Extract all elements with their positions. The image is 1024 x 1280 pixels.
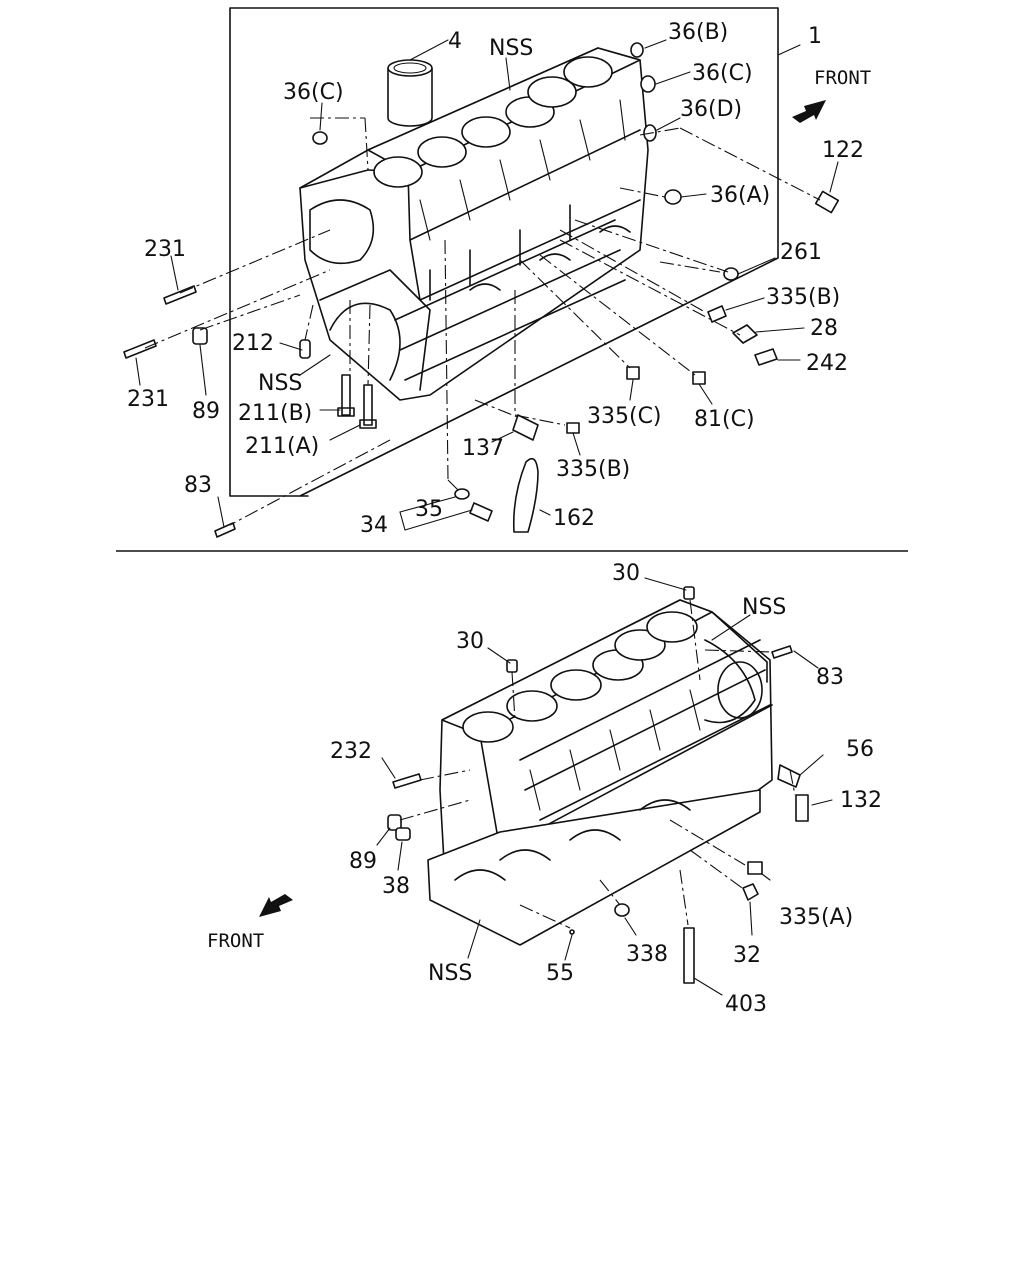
bolt-81c <box>692 371 706 385</box>
label-36c-right: 36(C) <box>692 61 753 86</box>
plug-36a <box>664 189 682 205</box>
cover-28 <box>732 324 758 344</box>
label-38: 38 <box>382 874 410 899</box>
label-36a: 36(A) <box>710 183 770 208</box>
label-89-upper: 89 <box>192 399 220 424</box>
dowel-38 <box>395 827 411 841</box>
label-1: 1 <box>808 24 822 49</box>
stud-231-lower <box>123 339 157 359</box>
dowel-212 <box>299 339 311 359</box>
washer-35 <box>454 488 470 500</box>
label-335b-right: 335(B) <box>766 285 840 310</box>
plug-36b <box>630 42 644 58</box>
dowel-83-lower <box>771 645 793 659</box>
dowel-83-upper <box>214 522 236 538</box>
front-arrow-upper-icon <box>792 100 826 123</box>
stud-231-upper <box>163 285 197 305</box>
label-162: 162 <box>553 506 595 531</box>
bolt-335b-bottom <box>566 422 580 434</box>
plug-338 <box>614 903 630 917</box>
label-front-upper: FRONT <box>814 67 871 89</box>
label-122: 122 <box>822 138 864 163</box>
bolt-335a <box>747 861 763 875</box>
bolt-34 <box>469 502 493 522</box>
label-nss-top: NSS <box>489 36 533 61</box>
label-nss-side: NSS <box>258 371 302 396</box>
label-34: 34 <box>360 513 388 538</box>
label-30-left: 30 <box>456 629 484 654</box>
label-231-lower: 231 <box>127 387 169 412</box>
stud-232 <box>392 773 422 789</box>
label-335b-bottom: 335(B) <box>556 457 630 482</box>
label-36b: 36(B) <box>668 20 728 45</box>
nozzle-403 <box>683 927 695 984</box>
label-211a: 211(A) <box>245 434 319 459</box>
label-335c: 335(C) <box>587 404 662 429</box>
label-55: 55 <box>546 961 574 986</box>
label-4: 4 <box>448 29 462 54</box>
bolt-242 <box>754 348 778 366</box>
plug-261 <box>723 267 739 281</box>
jet-55 <box>569 929 575 935</box>
plug-32 <box>742 883 759 901</box>
label-nss-bottom: NSS <box>428 961 472 986</box>
label-35: 35 <box>415 497 443 522</box>
label-261: 261 <box>780 240 822 265</box>
lower-exploded-view: 30 30 NSS 83 232 56 132 89 38 FRONT 335(… <box>207 561 882 1017</box>
bolt-211a <box>359 384 377 429</box>
cylinder-block-upper <box>299 47 649 401</box>
bolt-335c <box>626 366 640 380</box>
label-83-upper: 83 <box>184 473 212 498</box>
label-132: 132 <box>840 788 882 813</box>
plug-89-lower <box>387 814 402 831</box>
label-28: 28 <box>810 316 838 341</box>
label-231-upper: 231 <box>144 237 186 262</box>
label-232: 232 <box>330 739 372 764</box>
assembly-frame <box>229 7 779 497</box>
tube-162 <box>512 457 539 533</box>
dowel-30-right <box>683 586 695 600</box>
label-335a: 335(A) <box>779 905 853 930</box>
label-403: 403 <box>725 992 767 1017</box>
label-242: 242 <box>806 351 848 376</box>
cylinder-block-lower <box>427 599 773 946</box>
label-89-lower: 89 <box>349 849 377 874</box>
label-30-right: 30 <box>612 561 640 586</box>
pipe-137 <box>512 414 539 441</box>
label-212: 212 <box>232 331 274 356</box>
bolt-132 <box>795 794 809 822</box>
label-56: 56 <box>846 737 874 762</box>
label-32: 32 <box>733 943 761 968</box>
label-front-lower: FRONT <box>207 930 264 952</box>
label-81c: 81(C) <box>694 407 755 432</box>
plug-36c-right <box>640 75 656 93</box>
label-338: 338 <box>626 942 668 967</box>
cylinder-liner <box>387 59 433 127</box>
plug-89-upper <box>192 327 208 345</box>
front-arrow-lower-icon <box>259 894 293 917</box>
label-nss-right: NSS <box>742 595 786 620</box>
bolt-211b <box>337 374 355 417</box>
label-36c-left: 36(C) <box>283 80 344 105</box>
plug-122 <box>814 190 840 214</box>
label-83-lower: 83 <box>816 665 844 690</box>
label-36d: 36(D) <box>680 97 742 122</box>
upper-exploded-view: 1 4 NSS 36(B) 36(C) 36(C) 36(D) 36(A) FR… <box>123 7 871 538</box>
label-211b: 211(B) <box>238 401 312 426</box>
label-137: 137 <box>462 436 504 461</box>
bracket-56 <box>777 764 801 788</box>
bolt-335b-right <box>707 305 727 323</box>
plug-36c-left <box>312 131 328 145</box>
